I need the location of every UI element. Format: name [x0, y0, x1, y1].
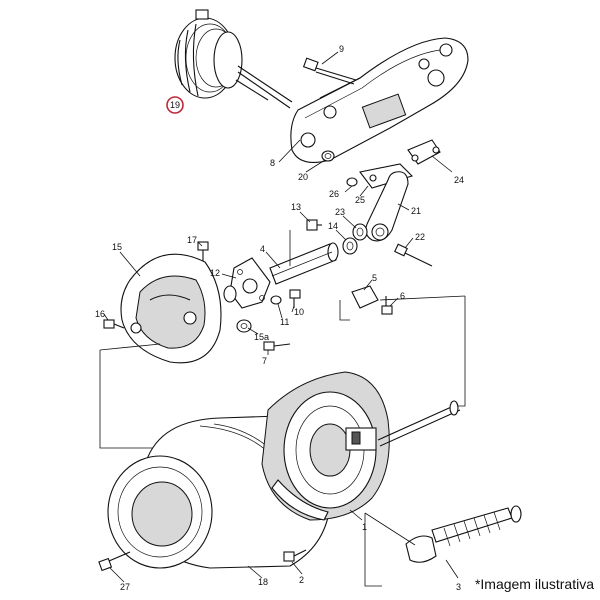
- camshaft-tube-4[interactable]: [269, 242, 339, 285]
- part-labels: 9 8 20 24 26 25 21 13 23 14 22 17 15 4 1…: [95, 44, 464, 592]
- label-19[interactable]: 19: [170, 100, 180, 110]
- slack-bracket-25[interactable]: [359, 163, 414, 189]
- bolt-17[interactable]: [197, 241, 209, 262]
- washer-flange[interactable]: [223, 285, 237, 303]
- label-20[interactable]: 20: [298, 172, 308, 182]
- bolt-11[interactable]: [270, 295, 282, 305]
- nut-20[interactable]: [321, 150, 335, 162]
- bolt-6[interactable]: [381, 296, 393, 315]
- seal-15a[interactable]: [236, 319, 252, 333]
- label-25[interactable]: 25: [355, 195, 365, 205]
- label-9[interactable]: 9: [339, 44, 344, 54]
- bolt-9[interactable]: [302, 57, 357, 85]
- highlight-callout-19[interactable]: 19: [166, 96, 184, 114]
- washer-14[interactable]: [342, 237, 358, 255]
- bolt-22[interactable]: [394, 243, 433, 267]
- camshaft-callout: [364, 512, 416, 587]
- bolt-10[interactable]: [289, 289, 301, 308]
- brake-chamber[interactable]: [174, 9, 293, 109]
- camshaft-3[interactable]: [405, 505, 522, 563]
- label-6[interactable]: 6: [400, 291, 405, 301]
- slack-adjuster-21[interactable]: [365, 171, 409, 242]
- cam-flange-12[interactable]: [229, 257, 271, 309]
- label-2[interactable]: 2: [299, 575, 304, 585]
- dust-shield-15[interactable]: [120, 253, 222, 364]
- label-5[interactable]: 5: [372, 273, 377, 283]
- label-11[interactable]: 11: [280, 317, 289, 327]
- illustrative-image-caption: *Imagem ilustrativa: [474, 576, 594, 592]
- label-23[interactable]: 23: [335, 207, 345, 217]
- bolt-27[interactable]: [98, 551, 131, 572]
- bolt-16[interactable]: [103, 319, 125, 329]
- label-15[interactable]: 15: [112, 242, 122, 252]
- label-14[interactable]: 14: [328, 221, 338, 231]
- label-21[interactable]: 21: [411, 206, 421, 216]
- label-24[interactable]: 24: [454, 175, 464, 185]
- label-18[interactable]: 18: [258, 577, 268, 587]
- label-26[interactable]: 26: [329, 189, 339, 199]
- label-17[interactable]: 17: [187, 235, 197, 245]
- label-1[interactable]: 1: [362, 522, 367, 532]
- label-13[interactable]: 13: [291, 202, 301, 212]
- label-10[interactable]: 10: [294, 307, 304, 317]
- label-27[interactable]: 27: [120, 582, 130, 592]
- washer-23[interactable]: [352, 223, 368, 241]
- axle-shaft[interactable]: [377, 400, 461, 447]
- label-8[interactable]: 8: [270, 158, 275, 168]
- bracket-5[interactable]: [351, 285, 379, 309]
- label-16[interactable]: 16: [95, 309, 105, 319]
- grease-fitting-13[interactable]: [306, 219, 322, 231]
- nut-26[interactable]: [346, 177, 358, 187]
- chamber-bracket[interactable]: [290, 37, 469, 163]
- bolt-7[interactable]: [263, 341, 291, 351]
- label-22[interactable]: 22: [415, 232, 425, 242]
- label-4[interactable]: 4: [260, 244, 265, 254]
- label-15a[interactable]: 15a: [254, 332, 269, 342]
- label-12[interactable]: 12: [210, 268, 220, 278]
- bolt-2[interactable]: [283, 549, 307, 562]
- bracket-24[interactable]: [407, 139, 441, 165]
- label-3[interactable]: 3: [456, 582, 461, 592]
- label-7[interactable]: 7: [262, 356, 267, 366]
- hub-and-shoes-1[interactable]: [261, 371, 390, 521]
